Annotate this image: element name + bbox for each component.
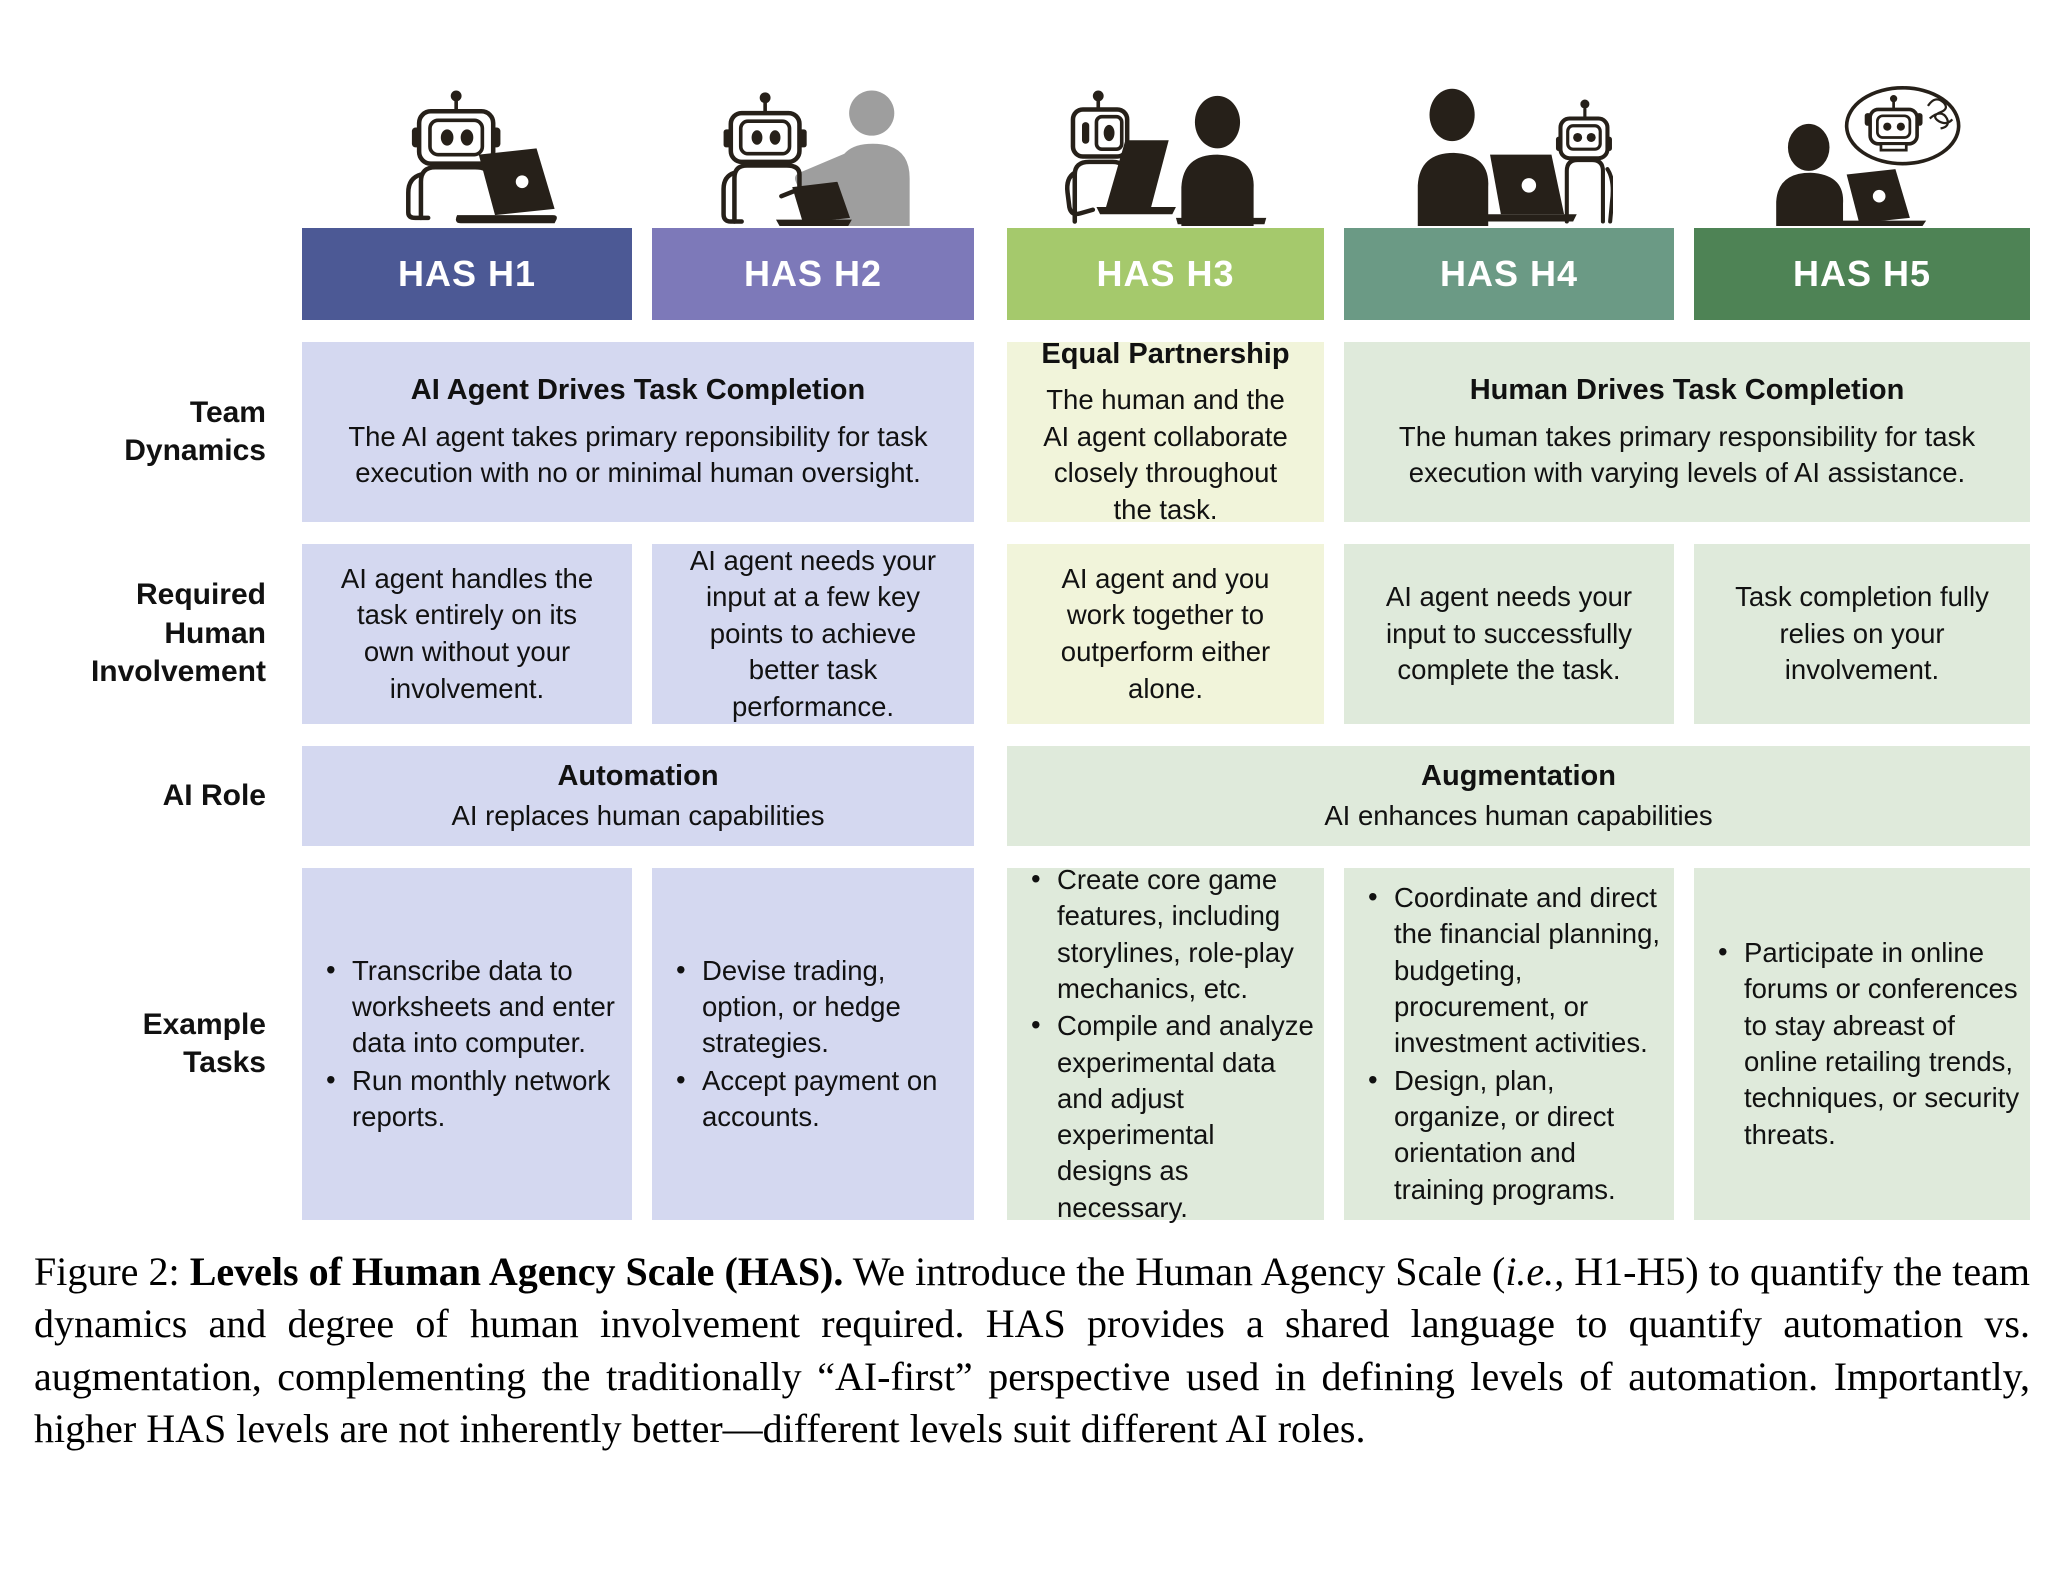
- caption-text-2: , H1-H5) to quantify the team dynamics a…: [34, 1249, 2030, 1452]
- involvement-h4-text: AI agent needs your input to successfull…: [1385, 581, 1633, 686]
- task-item: Design, plan, organize, or direct orient…: [1358, 1062, 1664, 1208]
- cell-involvement-h1: AI agent handles the task entirely on it…: [302, 544, 632, 724]
- caption-bold-title: Levels of Human Agency Scale (HAS).: [189, 1249, 844, 1294]
- row-label-ai-role: AI Role: [162, 778, 266, 812]
- has-levels-table: HAS H1: [32, 14, 2032, 1223]
- cell-involvement-h4: AI agent needs your input to successfull…: [1344, 544, 1674, 724]
- cell-ai-role-automation: Automation AI replaces human capabilitie…: [302, 746, 974, 846]
- cell-team-dynamics-h3: Equal Partnership The human and the AI a…: [1007, 338, 1324, 525]
- robot-with-human-icon: [652, 14, 974, 228]
- cell-involvement-h5: Task completion fully relies on your inv…: [1694, 544, 2030, 724]
- cell-involvement-h3: AI agent and you work together to outper…: [1007, 544, 1324, 724]
- team-dynamics-right-title: Human Drives Task Completion: [1469, 374, 1905, 407]
- caption-ie: i.e.: [1505, 1249, 1555, 1294]
- task-item: Run monthly network reports.: [316, 1062, 622, 1136]
- robot-human-collaboration-icon: [1007, 14, 1324, 228]
- column-has-h4: HAS H4: [1344, 14, 1674, 320]
- human-thinking-of-robot-icon: [1694, 14, 2030, 228]
- cell-example-tasks-h4: Coordinate and direct the financial plan…: [1344, 868, 1674, 1220]
- task-item: Create core game features, including sto…: [1021, 861, 1314, 1007]
- task-item: Participate in online forums or conferen…: [1708, 934, 2020, 1153]
- column-has-h1: HAS H1: [302, 14, 632, 320]
- cell-ai-role-augmentation: Augmentation AI enhances human capabilit…: [1007, 746, 2030, 846]
- has-h4-header: HAS H4: [1344, 228, 1674, 320]
- involvement-h1-text: AI agent handles the task entirely on it…: [340, 562, 594, 704]
- robot-at-laptop-icon: [302, 14, 632, 228]
- has-h5-header: HAS H5: [1694, 228, 2030, 320]
- team-dynamics-left-title: AI Agent Drives Task Completion: [410, 374, 866, 407]
- team-dynamics-middle-body: The human and the AI agent collaborate c…: [1043, 384, 1288, 525]
- row-label-example-tasks: Example Tasks: [142, 1007, 266, 1079]
- column-has-h5: HAS H5: [1694, 14, 2030, 320]
- cell-example-tasks-h2: Devise trading, option, or hedge strateg…: [652, 868, 974, 1220]
- cell-involvement-h2: AI agent needs your input at a few key p…: [652, 544, 974, 724]
- caption-text: We introduce the Human Agency Scale (: [843, 1249, 1506, 1294]
- team-dynamics-left-body: The AI agent takes primary reponsibility…: [348, 420, 928, 489]
- team-dynamics-right-body: The human takes primary responsibility f…: [1398, 420, 1976, 489]
- cell-team-dynamics-h4-h5: Human Drives Task Completion The human t…: [1344, 342, 2030, 522]
- has-h2-header: HAS H2: [652, 228, 974, 320]
- task-item: Coordinate and direct the financial plan…: [1358, 879, 1664, 1061]
- task-item: Devise trading, option, or hedge strateg…: [666, 952, 964, 1062]
- row-label-team-dynamics: Team Dynamics: [124, 395, 266, 467]
- has-h3-header: HAS H3: [1007, 228, 1324, 320]
- cell-team-dynamics-h1-h2: AI Agent Drives Task Completion The AI a…: [302, 342, 974, 522]
- augmentation-title: Augmentation: [1421, 759, 1616, 792]
- header-spacer: [32, 14, 282, 320]
- team-dynamics-middle-title: Equal Partnership: [1041, 337, 1290, 370]
- cell-example-tasks-h5: Participate in online forums or conferen…: [1694, 868, 2030, 1220]
- involvement-h3-text: AI agent and you work together to outper…: [1060, 562, 1271, 704]
- automation-title: Automation: [557, 759, 719, 792]
- involvement-h2-text: AI agent needs your input at a few key p…: [689, 544, 937, 722]
- cell-example-tasks-h3: Create core game features, including sto…: [1007, 861, 1324, 1223]
- task-item: Transcribe data to worksheets and enter …: [316, 952, 622, 1062]
- caption-figure-number: Figure 2:: [34, 1249, 190, 1294]
- human-with-robot-icon: [1344, 14, 1674, 228]
- column-has-h2: HAS H2: [652, 14, 974, 320]
- figure-caption: Figure 2: Levels of Human Agency Scale (…: [34, 1246, 2030, 1456]
- row-label-required-human-involvement: Required Human Involvement: [90, 578, 266, 689]
- column-has-h3: HAS H3: [1007, 14, 1324, 320]
- has-h1-header: HAS H1: [302, 228, 632, 320]
- involvement-h5-text: Task completion fully relies on your inv…: [1735, 581, 1989, 686]
- cell-example-tasks-h1: Transcribe data to worksheets and enter …: [302, 868, 632, 1220]
- augmentation-body: AI enhances human capabilities: [1324, 799, 1713, 831]
- automation-body: AI replaces human capabilities: [451, 799, 825, 831]
- task-item: Accept payment on accounts.: [666, 1062, 964, 1136]
- task-item: Compile and analyze experimental data an…: [1021, 1007, 1314, 1226]
